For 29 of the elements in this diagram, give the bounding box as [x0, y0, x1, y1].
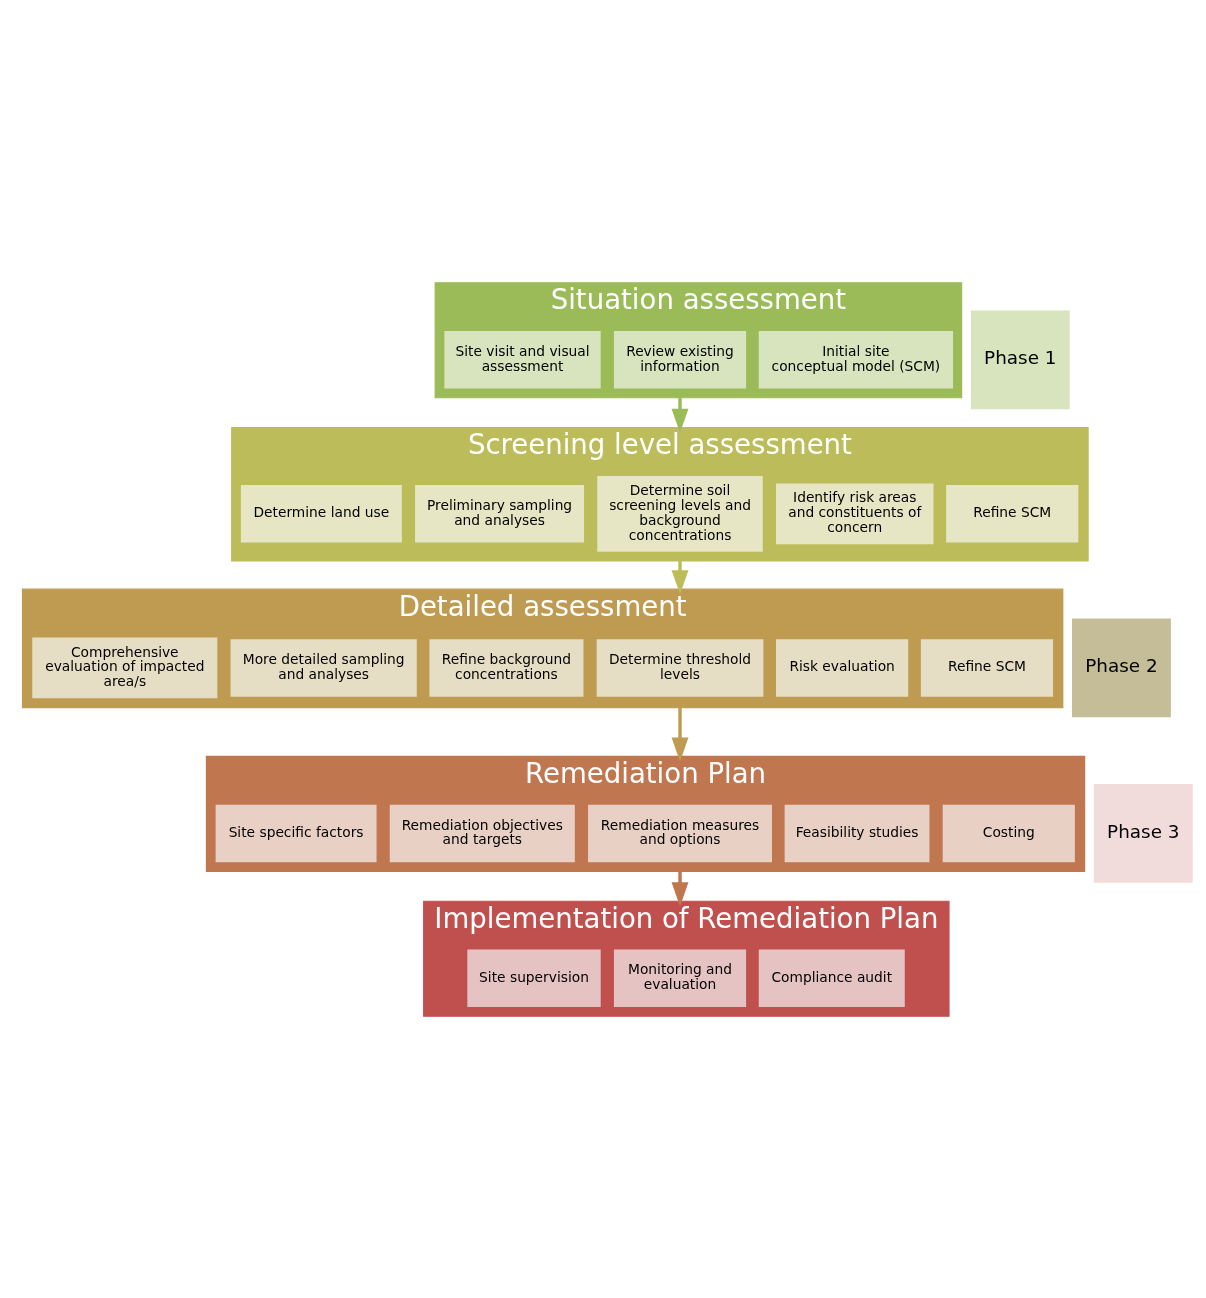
arrow [671, 397, 689, 433]
node-box: Refine background concentrations [429, 638, 584, 697]
node-box: More detailed sampling and analyses [230, 638, 417, 697]
node-box: Review existing information [613, 330, 747, 389]
node-box: Remediation measures and options [588, 804, 772, 862]
node-box: Site visit and visual assessment [444, 330, 601, 389]
node-box: Determine land use [240, 484, 402, 543]
node-box: Refine SCM [920, 638, 1054, 697]
node-box: Phase 2 [1072, 617, 1171, 717]
node-box: Site supervision [467, 949, 601, 1007]
arrow [671, 707, 689, 762]
node-box: Remediation objectives and targets [389, 804, 575, 862]
arrow [671, 870, 689, 906]
node-box: Costing [942, 804, 1075, 862]
node-box: Monitoring and evaluation [613, 949, 747, 1007]
node-box: Compliance audit [758, 949, 905, 1007]
node-box: Refine SCM [946, 484, 1079, 543]
node-box: Preliminary sampling and analyses [415, 484, 585, 543]
node-box: Determine threshold levels [596, 638, 764, 697]
arrow [671, 560, 689, 594]
node-box: Risk evaluation [776, 638, 909, 697]
node-box: Comprehensive evaluation of impacted area/s [32, 636, 218, 698]
node-box: Feasibility studies [784, 804, 930, 862]
node-box: Phase 3 [1093, 783, 1193, 883]
node-box: Site specific factors [215, 804, 377, 862]
node-box: Initial site conceptual model (SCM) [758, 330, 954, 389]
node-box: Phase 1 [970, 309, 1070, 409]
node-box: Determine soil screening levels and background concentrations [597, 475, 763, 552]
node-box: Identify risk areas and constituents of concern [776, 482, 934, 544]
